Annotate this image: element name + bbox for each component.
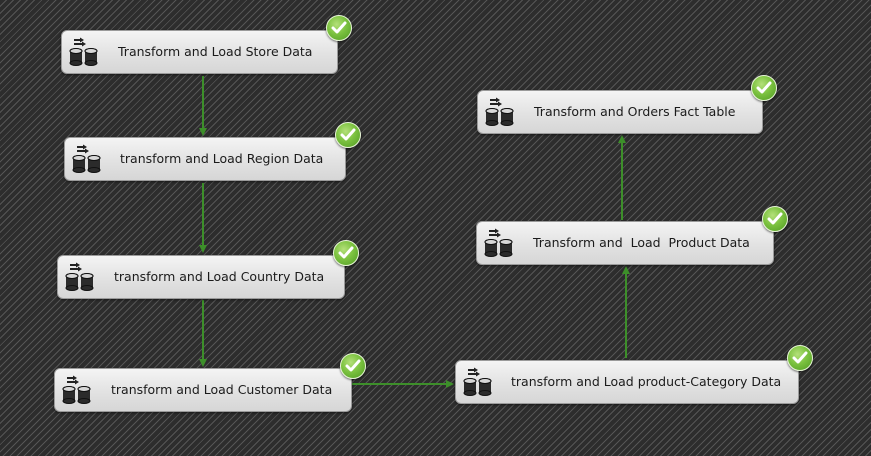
data-flow-task-icon	[483, 228, 515, 258]
task-transform-orders-fact-table[interactable]: Transform and Orders Fact Table	[477, 90, 763, 134]
data-flow-task-icon	[68, 37, 100, 67]
task-label: transform and Load Region Data	[120, 151, 324, 166]
success-check-icon	[335, 122, 361, 148]
success-check-icon	[333, 240, 359, 266]
task-transform-load-region[interactable]: transform and Load Region Data	[64, 137, 346, 181]
task-transform-load-product[interactable]: Transform and Load Product Data	[476, 221, 774, 265]
data-flow-task-icon	[61, 375, 93, 405]
task-transform-load-product-category[interactable]: transform and Load product-Category Data	[455, 360, 799, 404]
task-transform-load-customer[interactable]: transform and Load Customer Data	[54, 368, 352, 412]
success-check-icon	[787, 345, 813, 371]
data-flow-task-icon	[462, 367, 494, 397]
data-flow-task-icon	[64, 262, 96, 292]
task-label: Transform and Orders Fact Table	[534, 104, 736, 119]
success-check-icon	[762, 206, 788, 232]
task-label: Transform and Load Product Data	[533, 235, 750, 250]
success-check-icon	[751, 75, 777, 101]
success-check-icon	[326, 15, 352, 41]
task-label: transform and Load Customer Data	[111, 382, 333, 397]
task-transform-load-store[interactable]: Transform and Load Store Data	[61, 30, 338, 74]
task-label: Transform and Load Store Data	[118, 44, 313, 59]
success-check-icon	[340, 353, 366, 379]
data-flow-task-icon	[71, 144, 103, 174]
task-label: transform and Load Country Data	[114, 269, 325, 284]
data-flow-task-icon	[484, 97, 516, 127]
task-label: transform and Load product-Category Data	[511, 374, 782, 389]
task-transform-load-country[interactable]: transform and Load Country Data	[57, 255, 345, 299]
